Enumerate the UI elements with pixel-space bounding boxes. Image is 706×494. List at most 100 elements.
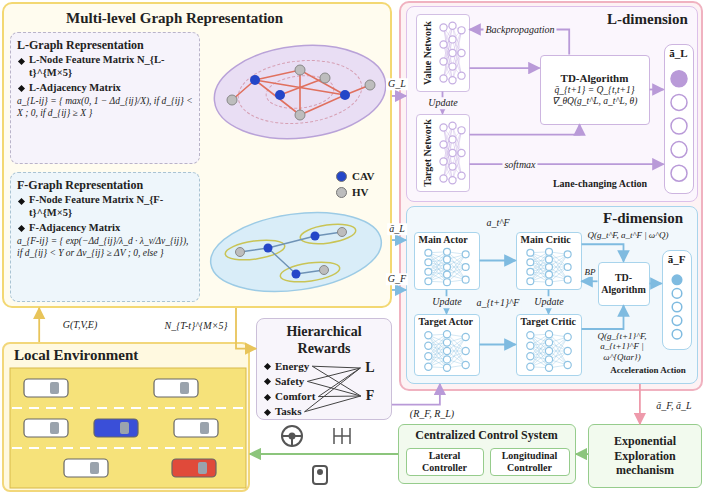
network-link xyxy=(549,351,568,365)
network-box: Main Critic xyxy=(516,232,582,290)
network-link xyxy=(549,279,568,282)
network-link xyxy=(549,267,568,280)
network-link xyxy=(530,335,549,351)
network-link xyxy=(443,25,452,78)
network-link xyxy=(447,359,466,365)
f-graph-illustration-part xyxy=(240,232,342,274)
control-icons-part xyxy=(282,436,302,446)
network-link xyxy=(530,345,549,367)
network-link xyxy=(447,351,466,365)
connector-arrow xyxy=(250,453,398,455)
network-link xyxy=(549,267,568,275)
f-graph-illustration-part xyxy=(320,266,329,275)
network-neuron xyxy=(443,255,450,262)
node-text: ∇_θQ(g_t^L, a_t^L, θ) xyxy=(552,96,638,107)
network-link xyxy=(549,351,568,368)
network-link xyxy=(447,365,466,368)
network-link xyxy=(530,356,549,368)
network-link xyxy=(428,252,447,266)
reward-mapping-line xyxy=(307,381,360,396)
network-neuron xyxy=(448,49,455,56)
network-link xyxy=(530,267,549,281)
network-neuron xyxy=(424,342,431,349)
network-neuron xyxy=(564,250,571,257)
connector-arrow xyxy=(480,344,516,346)
action-unit xyxy=(672,275,682,285)
edge-label: softmax xyxy=(502,159,537,171)
control-icons xyxy=(282,426,350,484)
network-link xyxy=(428,251,447,271)
car-window xyxy=(200,422,209,434)
network-link xyxy=(428,345,447,359)
network-neuron xyxy=(443,330,450,337)
network-link xyxy=(447,342,466,364)
network-link xyxy=(428,366,447,367)
f-graph-illustration-part xyxy=(206,202,387,301)
control-icons-part xyxy=(334,428,350,444)
network-link xyxy=(428,351,447,367)
edge-label: Update xyxy=(532,296,565,308)
network-link xyxy=(428,334,447,335)
network-link xyxy=(530,345,549,350)
network-neuron xyxy=(545,347,552,354)
network-link xyxy=(530,252,549,259)
network-link xyxy=(452,153,461,176)
f-graph-illustration-part xyxy=(299,221,357,247)
network-link xyxy=(530,356,549,359)
network-link xyxy=(443,78,452,80)
connector-arrow xyxy=(480,260,516,262)
edge-label: a_t^F xyxy=(484,217,511,229)
network-neuron xyxy=(424,363,431,370)
network-link xyxy=(447,254,466,274)
action-unit xyxy=(671,70,687,86)
edge-label: (R_F, R_L) xyxy=(408,408,456,420)
connector-arrow xyxy=(470,163,664,165)
network-neuron xyxy=(545,278,552,285)
network-neuron xyxy=(424,277,431,284)
reward-mapping-line xyxy=(312,366,360,396)
network-link xyxy=(443,166,452,178)
l-graph-box: L-Graph RepresentationL-Node Feature Mat… xyxy=(10,32,200,164)
network-link xyxy=(443,178,452,180)
network-neuron xyxy=(439,40,446,47)
network-link xyxy=(428,262,447,267)
node-text: Comfort xyxy=(263,390,315,403)
bullet-diamond xyxy=(18,198,25,205)
network-neuron xyxy=(545,364,552,371)
car-window xyxy=(90,462,99,474)
connector-arrow xyxy=(582,280,598,282)
connector-arrow xyxy=(38,308,40,342)
network-link xyxy=(443,127,452,180)
network-link xyxy=(452,139,461,153)
l-graph-illustration-part xyxy=(265,73,336,112)
network-link xyxy=(452,166,461,175)
network-neuron xyxy=(443,347,450,354)
network-neuron xyxy=(564,347,571,354)
network-link xyxy=(549,274,568,279)
l-graph-illustration-part xyxy=(365,80,375,90)
network-link xyxy=(447,251,466,266)
environment-panel: Local Environment xyxy=(2,342,250,492)
network-link xyxy=(447,254,466,259)
network-link xyxy=(428,259,447,262)
network-link xyxy=(428,334,447,356)
network-neuron xyxy=(448,76,455,83)
f-graph-illustration-part xyxy=(279,259,341,285)
network-link xyxy=(428,334,447,367)
network-link xyxy=(443,44,452,66)
lane-marking xyxy=(12,407,244,409)
network-neuron xyxy=(448,135,455,142)
network-link xyxy=(452,25,461,52)
network-link xyxy=(530,359,549,366)
network-link xyxy=(530,252,549,274)
network-neuron xyxy=(545,339,552,346)
action-unit xyxy=(672,315,682,325)
network-link xyxy=(428,271,447,274)
network-neuron xyxy=(526,352,533,359)
network-neuron xyxy=(443,248,450,255)
network-link xyxy=(530,259,549,271)
network-neuron xyxy=(448,176,455,183)
legend-swatch xyxy=(336,171,347,182)
network-neuron xyxy=(545,248,552,255)
node-text: a_{F-ij} = { exp(−Δd_{ij}/λ_d · λ_v/Δv_{… xyxy=(17,236,193,259)
